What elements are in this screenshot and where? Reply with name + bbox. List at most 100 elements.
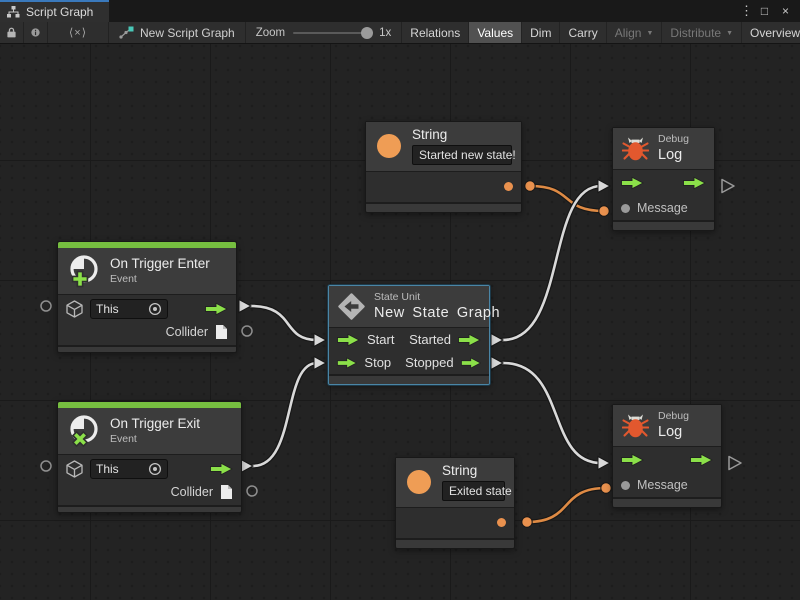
info-button[interactable] <box>24 22 48 43</box>
cube-icon <box>66 459 83 478</box>
toolbar-button-overview[interactable]: Overview <box>742 22 800 43</box>
node-title: String <box>442 463 478 478</box>
flow-output-port[interactable] <box>210 461 233 476</box>
bug-icon <box>622 137 649 161</box>
collider-file-icon[interactable] <box>220 484 233 500</box>
toolbar-button-align[interactable]: Align▼ <box>607 22 663 43</box>
lock-button[interactable] <box>0 22 24 43</box>
flow-input-port[interactable] <box>621 176 644 191</box>
toolbar-button-relations[interactable]: Relations <box>402 22 470 43</box>
output-port-label: Collider <box>170 485 213 499</box>
port-log-continue-bottom[interactable] <box>728 455 742 471</box>
flow-input-port[interactable] <box>337 333 360 347</box>
window-menu-icon[interactable]: ⋮ <box>740 3 753 18</box>
tab-script-graph[interactable]: Script Graph <box>0 0 110 22</box>
output-port-label: Stopped <box>405 355 454 371</box>
port-enter-collider-output[interactable] <box>241 325 253 337</box>
wire-stopped-to-log[interactable] <box>490 355 612 471</box>
node-title: String <box>412 127 448 142</box>
wire-string-to-message-bottom[interactable] <box>521 482 612 528</box>
toolbar-button-carry[interactable]: Carry <box>560 22 607 43</box>
toolbar-button-dim[interactable]: Dim <box>522 22 561 43</box>
port-enter-target-input[interactable] <box>40 300 52 312</box>
target-dropdown[interactable]: This <box>90 298 168 319</box>
code-view-button[interactable]: ⟨×⟩ <box>48 22 110 43</box>
close-icon[interactable]: × <box>781 4 789 18</box>
port-exit-target-input[interactable] <box>40 460 52 472</box>
target-dropdown-value: This <box>96 461 119 476</box>
flow-input-port[interactable] <box>337 356 358 370</box>
flow-output-port[interactable] <box>458 333 481 347</box>
object-picker-icon[interactable] <box>148 462 162 476</box>
port-log-continue-top[interactable] <box>721 178 735 194</box>
flow-output-port[interactable] <box>690 453 713 468</box>
maximize-icon[interactable]: □ <box>760 4 769 18</box>
target-dropdown[interactable]: This <box>90 458 168 479</box>
wire-enter-to-start[interactable] <box>238 298 328 348</box>
string-literal-icon <box>377 134 401 159</box>
string-value-input[interactable]: Started new state! <box>412 144 516 165</box>
string-value-input[interactable]: Exited state <box>442 480 512 501</box>
graph-toolbar: ⟨×⟩ New Script Graph Zoom 1x Relations Va… <box>0 22 800 44</box>
node-subtitle: Debug <box>658 133 689 145</box>
node-subtitle: State Unit <box>374 291 421 303</box>
flow-input-port[interactable] <box>621 453 644 468</box>
zoom-control: Zoom 1x <box>246 22 403 43</box>
event-header-bar <box>58 242 236 248</box>
tab-bar: Script Graph ⋮ □ × <box>0 0 800 22</box>
node-title: Log <box>658 146 683 163</box>
input-port-label: Message <box>637 478 688 493</box>
node-subtitle: Event <box>110 432 137 445</box>
code-icon: ⟨×⟩ <box>69 27 88 39</box>
value-input-port[interactable] <box>621 480 630 490</box>
string-literal-icon <box>407 470 431 495</box>
node-subtitle: Event <box>110 272 137 285</box>
event-header-bar <box>58 402 241 408</box>
event-enter-icon <box>70 255 98 288</box>
toolbar-button-distribute[interactable]: Distribute▼ <box>662 22 743 43</box>
value-output-port[interactable] <box>497 518 506 528</box>
zoom-value: 1x <box>379 26 392 39</box>
graph-selector[interactable]: New Script Graph <box>109 22 246 43</box>
value-output-port[interactable] <box>504 182 513 192</box>
zoom-slider-handle[interactable] <box>361 26 374 39</box>
toolbar-button-label: Align <box>614 25 642 40</box>
zoom-slider[interactable] <box>293 26 374 39</box>
node-title: On Trigger Enter <box>110 255 210 271</box>
output-port-label: Started <box>409 332 451 348</box>
toolbar-button-label: Values <box>477 25 514 40</box>
flow-output-port[interactable] <box>205 301 228 316</box>
node-subtitle: Debug <box>658 410 689 422</box>
node-title: On Trigger Exit <box>110 415 201 431</box>
toolbar-button-label: Overview <box>750 25 800 40</box>
toolbar-button-label: Carry <box>568 25 598 40</box>
window-controls: ⋮ □ × <box>740 0 800 22</box>
port-exit-collider-output[interactable] <box>246 485 258 497</box>
input-port-label: Start <box>367 332 395 348</box>
value-input-port[interactable] <box>621 203 630 213</box>
collider-file-icon[interactable] <box>215 324 228 340</box>
tab-title: Script Graph <box>26 5 94 19</box>
graph-selector-label: New Script Graph <box>140 25 235 40</box>
toolbar-button-values[interactable]: Values <box>469 22 523 43</box>
dropdown-caret-icon: ▼ <box>726 30 734 37</box>
wire-exit-to-stop[interactable] <box>240 355 328 474</box>
flow-output-port[interactable] <box>460 356 481 370</box>
cube-icon <box>66 299 83 318</box>
flow-output-port[interactable] <box>683 176 706 191</box>
wire-string-to-message-top[interactable] <box>524 180 610 217</box>
toolbar-button-label: Relations <box>410 25 461 40</box>
target-dropdown-value: This <box>96 301 119 316</box>
object-picker-icon[interactable] <box>148 302 162 316</box>
input-port-label: Message <box>637 201 688 216</box>
